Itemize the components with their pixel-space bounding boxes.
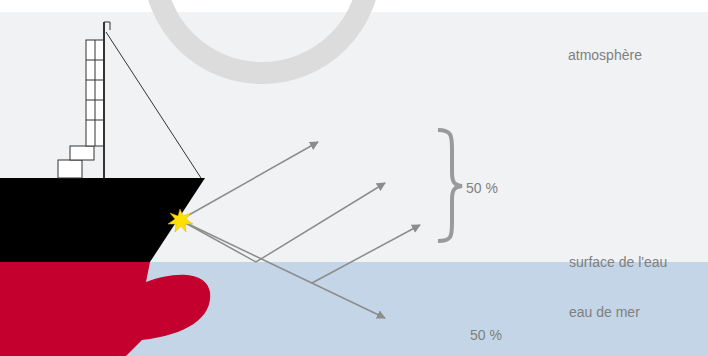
ray-into-water xyxy=(180,220,385,318)
percentage-label: 50 % xyxy=(470,327,502,343)
atmosphere-band xyxy=(0,12,708,262)
watermark-ring xyxy=(154,0,370,73)
ship xyxy=(0,22,210,356)
ray-reflected xyxy=(180,183,385,262)
region-label: surface de l'eau xyxy=(569,254,667,270)
brace xyxy=(438,130,462,241)
ray-emerging xyxy=(312,225,420,283)
percentage-label: 50 % xyxy=(466,180,498,196)
superstructure xyxy=(58,40,104,178)
region-label: eau de mer xyxy=(569,304,640,320)
sea-band xyxy=(0,262,708,356)
mast xyxy=(86,22,201,178)
hull-above-water xyxy=(0,178,205,262)
sound-rays xyxy=(180,142,420,318)
hull-below-water xyxy=(0,262,210,356)
explosion-star xyxy=(168,209,193,232)
region-label: atmosphère xyxy=(568,47,642,63)
ray-direct-up xyxy=(180,142,318,220)
